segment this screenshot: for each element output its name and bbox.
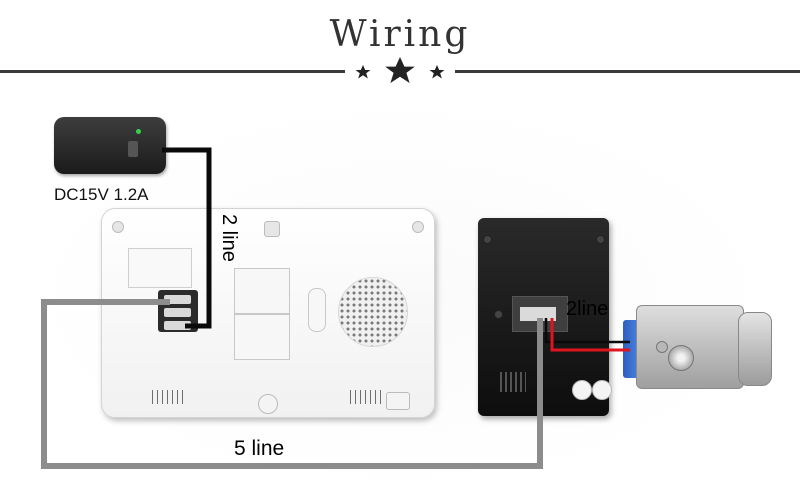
key-cylinder-icon: [668, 345, 694, 371]
adapter-spec-label: DC15V 1.2A: [54, 185, 149, 204]
lock-wire-cover: [623, 320, 639, 378]
main-cable-label: 5 line: [234, 437, 285, 460]
qc-label-icon: [386, 392, 410, 410]
ce-seal-icon: [592, 380, 612, 400]
monitor-cable-label: 2 line: [218, 214, 240, 262]
screw-icon: [596, 235, 605, 244]
vent-icon: [152, 390, 186, 404]
qc-seal-icon: [572, 380, 592, 400]
lock-wire-black: [544, 318, 630, 344]
power-wire: [162, 147, 212, 329]
power-adapter: [54, 117, 166, 174]
main-5-wire: [41, 299, 543, 469]
vent-icon: [350, 390, 384, 404]
adapter-led-icon: [136, 129, 141, 134]
lock-wire-red: [550, 318, 630, 352]
outdoor-terminal-connector: [520, 307, 556, 321]
mount-hole-icon: [264, 221, 280, 237]
terminal-slot: [164, 321, 191, 330]
screw-icon: [483, 235, 492, 244]
monitor-spec-sticker: [128, 248, 192, 288]
screw-icon: [656, 341, 668, 353]
electric-lock: [636, 305, 744, 389]
lock-cable-label: 2line: [566, 298, 609, 320]
speaker-grille-icon: [338, 277, 408, 347]
screw-icon: [112, 221, 124, 233]
screw-icon: [412, 221, 424, 233]
terminal-slot: [164, 308, 191, 317]
monitor-panel: [234, 268, 290, 314]
star-ornament-icon: [345, 57, 455, 83]
monitor-panel: [234, 314, 290, 360]
qc-seal-icon: [258, 394, 278, 414]
screw-icon: [494, 310, 503, 319]
vent-icon: [500, 372, 526, 392]
page-title: Wiring: [329, 14, 471, 55]
lock-bolt: [738, 312, 772, 386]
terminal-slot: [164, 295, 191, 304]
adapter-switch: [128, 141, 138, 157]
mount-slot: [308, 288, 326, 332]
